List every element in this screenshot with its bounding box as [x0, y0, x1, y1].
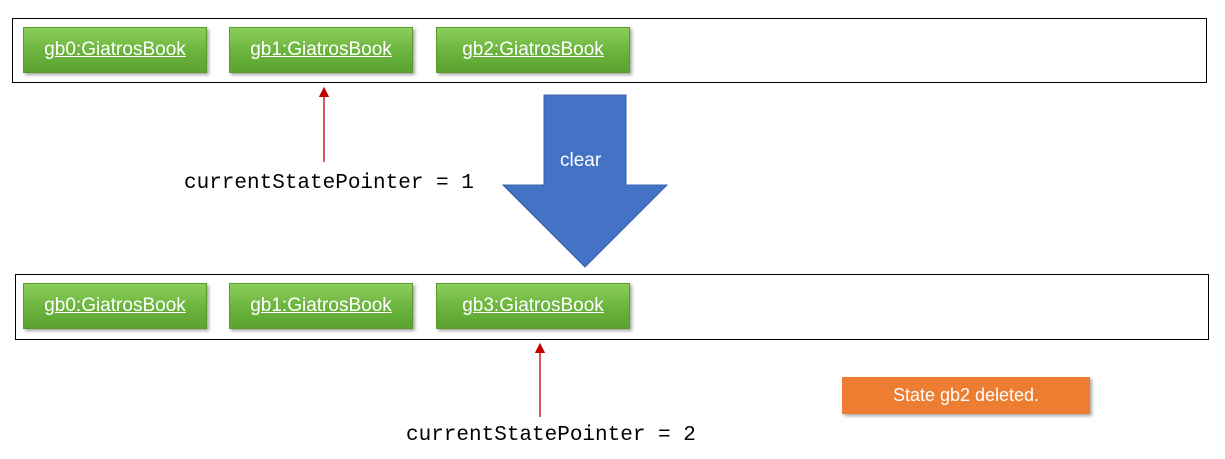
after-state-gb1: gb1:GiatrosBook [229, 283, 413, 329]
clear-transition-arrow [501, 94, 669, 268]
before-state-gb1: gb1:GiatrosBook [229, 27, 413, 73]
before-state-gb2: gb2:GiatrosBook [436, 27, 630, 73]
action-label-clear: clear [560, 150, 602, 171]
state-deleted-note: State gb2 deleted. [842, 377, 1090, 414]
after-state-gb3: gb3:GiatrosBook [436, 283, 630, 329]
before-pointer-label: currentStatePointer = 1 [184, 172, 474, 195]
before-state-gb0: gb0:GiatrosBook [23, 27, 207, 73]
after-state-gb0: gb0:GiatrosBook [23, 283, 207, 329]
after-pointer-label: currentStatePointer = 2 [406, 424, 696, 447]
